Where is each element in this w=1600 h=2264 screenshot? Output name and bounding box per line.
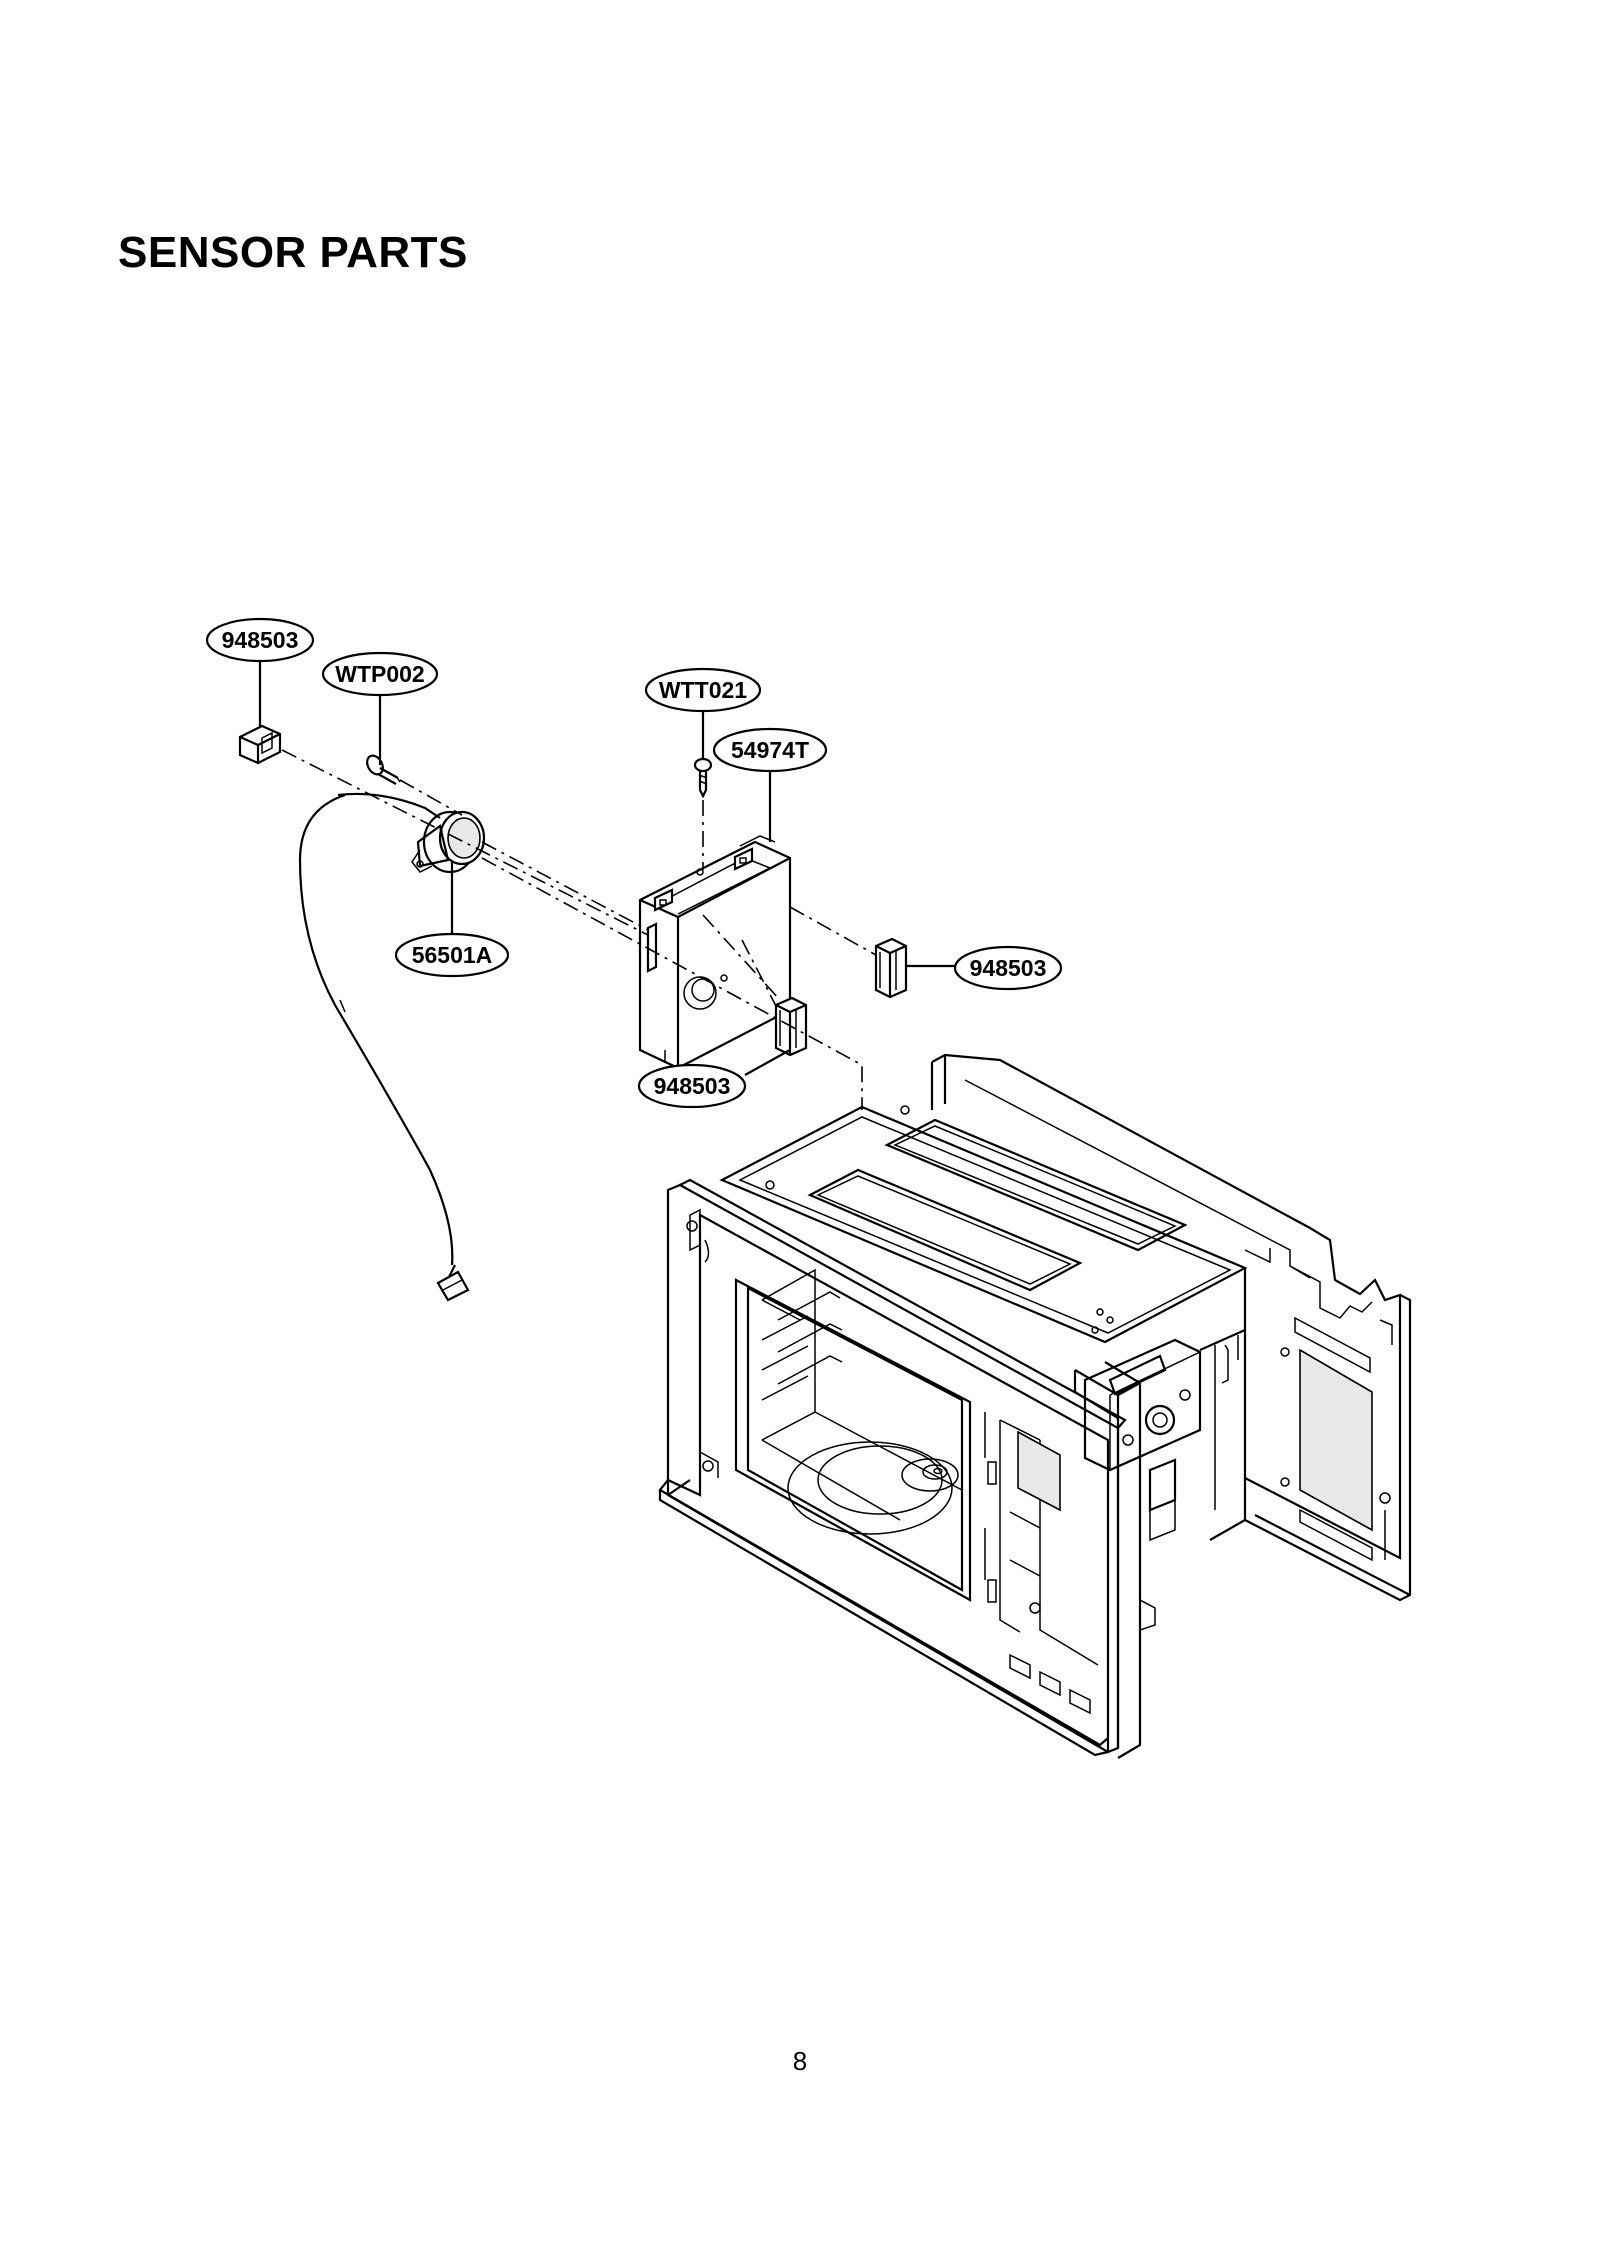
vent-mesh-back bbox=[1299, 1348, 1373, 1532]
oven-cavity-chassis bbox=[658, 1053, 1412, 1759]
sensor-bracket bbox=[638, 835, 792, 1070]
callout-948503-top: 948503 bbox=[205, 617, 315, 663]
leader-lines bbox=[258, 662, 956, 1076]
svg-text:54974T: 54974T bbox=[731, 737, 809, 763]
page-number: 8 bbox=[792, 2046, 808, 2076]
connector-cap-2 bbox=[874, 937, 908, 999]
alignment-lines bbox=[281, 749, 877, 1110]
callout-948503-bottom: 948503 bbox=[637, 1063, 747, 1109]
svg-text:56501A: 56501A bbox=[412, 942, 493, 968]
connector-cap-1 bbox=[238, 724, 282, 765]
callout-56501a: 56501A bbox=[394, 932, 510, 978]
svg-text:948503: 948503 bbox=[222, 627, 299, 653]
callout-wtt021: WTT021 bbox=[644, 667, 762, 713]
screw-wtt021 bbox=[693, 757, 713, 799]
callout-wtp002: WTP002 bbox=[321, 651, 439, 697]
screw-wtp002 bbox=[366, 754, 401, 785]
sensor-cable bbox=[298, 793, 470, 1302]
callout-948503-right: 948503 bbox=[953, 945, 1063, 991]
svg-text:948503: 948503 bbox=[970, 955, 1047, 981]
callout-54974t: 54974T bbox=[712, 727, 828, 773]
humidity-sensor bbox=[337, 792, 486, 874]
svg-text:WTP002: WTP002 bbox=[335, 661, 424, 687]
page-title: SENSOR PARTS bbox=[118, 228, 468, 277]
svg-text:WTT021: WTT021 bbox=[659, 677, 747, 703]
svg-text:948503: 948503 bbox=[654, 1073, 731, 1099]
vent-mesh-left bbox=[1017, 1430, 1061, 1512]
